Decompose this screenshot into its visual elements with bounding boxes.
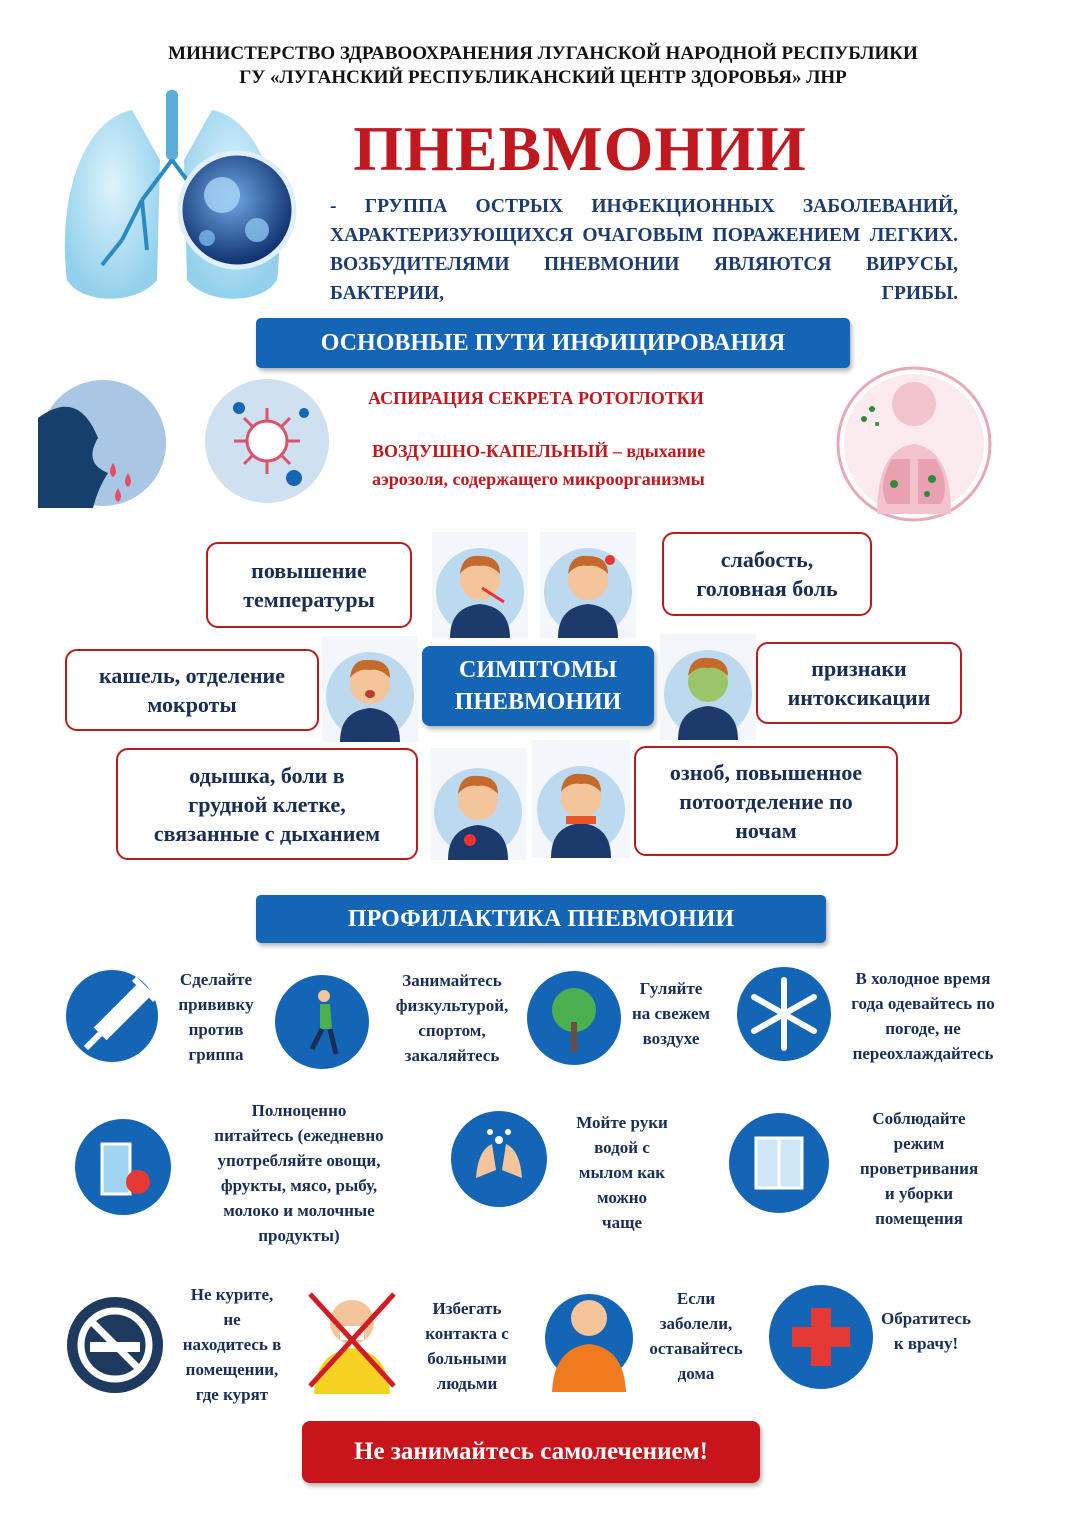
sick-person-crossed-icon (308, 1292, 396, 1394)
medical-cross-icon (769, 1285, 873, 1389)
page-title: ПНЕВМОНИИ (353, 113, 807, 184)
routes-heading: ОСНОВНЫЕ ПУТИ ИНФИЦИРОВАНИЯ (256, 318, 850, 368)
runner-icon (275, 975, 369, 1069)
sick-kid-coughing-icon (322, 636, 418, 742)
sick-kid-nausea-icon (660, 634, 756, 740)
prevention-heading: ПРОФИЛАКТИКА ПНЕВМОНИИ (256, 895, 826, 943)
food-icon (75, 1119, 171, 1215)
sick-kid-chest-pain-icon (430, 748, 526, 860)
snowflake-icon (737, 967, 831, 1061)
lungs-virus-illustration (64, 90, 297, 299)
sick-kid-thermometer-icon (432, 532, 528, 638)
window-icon (729, 1113, 829, 1213)
handwash-icon (451, 1111, 547, 1207)
sick-kid-headache-icon (540, 532, 636, 638)
self-treatment-warning: Не занимайтесь самолечением! (302, 1421, 760, 1483)
no-smoking-icon (67, 1297, 163, 1393)
symptom-weakness: слабость,головная боль (662, 532, 872, 616)
route-airborne-title: ВОЗДУШНО-КАПЕЛЬНЫЙ (372, 441, 609, 461)
route-airborne-desc-2: аэрозоля, содержащего микроорганизмы (372, 469, 705, 489)
ministry-line: МИНИСТЕРСТВО ЗДРАВООХРАНЕНИЯ ЛУГАНСКОЙ Н… (168, 43, 918, 64)
respiratory-system-icon (836, 366, 992, 522)
stay-home-icon (545, 1294, 633, 1392)
nose-droplets-icon (38, 380, 166, 508)
definition-text: - ГРУППА ОСТРЫХ ИНФЕКЦИОННЫХ ЗАБОЛЕВАНИЙ… (330, 196, 958, 304)
route-airborne-desc: – вдыхание (608, 441, 706, 461)
center-line: ГУ «ЛУГАНСКИЙ РЕСПУБЛИКАНСКИЙ ЦЕНТР ЗДОР… (239, 67, 847, 88)
tree-icon (527, 971, 621, 1065)
virus-icon (205, 379, 329, 503)
syringe-icon (66, 970, 158, 1062)
route-aspiration: АСПИРАЦИЯ СЕКРЕТА РОТОГЛОТКИ (368, 388, 704, 408)
sick-kid-chills-icon (532, 740, 630, 858)
